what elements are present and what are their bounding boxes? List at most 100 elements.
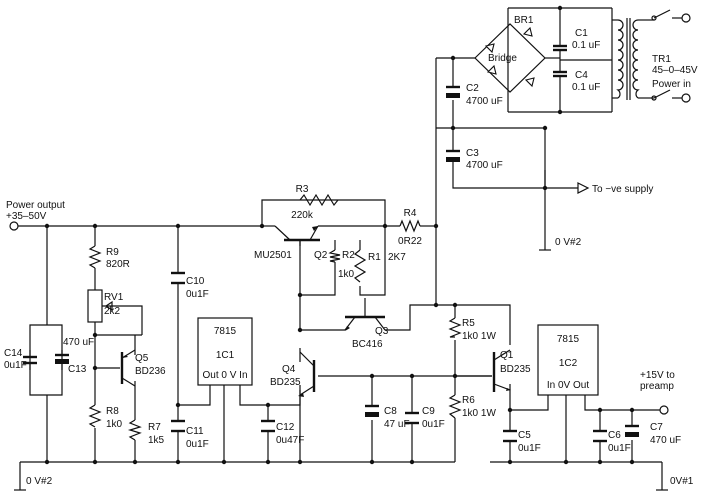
r1-value: 2K7 [388, 252, 406, 263]
tr1-value-label: 45–0–45V [652, 65, 698, 76]
resistor-r1 [353, 249, 367, 283]
r8-ref: R8 [106, 406, 119, 417]
capacitor-c6 [593, 429, 607, 443]
c11-value: 0u1F [186, 439, 209, 450]
q1-ref: Q1 [500, 350, 514, 361]
q3-value: BC416 [352, 339, 383, 350]
r7-ref: R7 [148, 422, 161, 433]
c8-value: 47 uF [384, 419, 410, 430]
c1-ref: C1 [575, 28, 588, 39]
r3-value: 220k [291, 210, 314, 221]
resistor-r6 [448, 394, 462, 419]
r4-value: 0R22 [398, 236, 422, 247]
bridge-rectifier-br1 [474, 23, 560, 93]
c11-ref: C11 [186, 426, 204, 437]
resistor-r5 [448, 317, 462, 338]
regulator-ic1 [197, 317, 253, 386]
c4-ref: C4 [575, 70, 588, 81]
c10-ref: C10 [186, 276, 205, 287]
gnd1-label: 0V#1 [670, 476, 694, 487]
capacitor-c8 [365, 404, 379, 417]
c13-value: 470 uF [63, 337, 94, 348]
resistor-r3 [299, 193, 339, 207]
transistor-q5 [120, 349, 136, 387]
preamp-volts-label: +15V to [640, 370, 675, 381]
c13-ref: C13 [68, 364, 87, 375]
capacitor-c7 [625, 424, 639, 437]
junction-dots [44, 5, 635, 465]
capacitor-c11 [171, 419, 185, 433]
capacitor-c14 [23, 350, 37, 370]
r5-value: 1k0 1W [462, 331, 496, 342]
resistor-r2 [328, 249, 341, 263]
r4-ref: R4 [404, 208, 417, 219]
c14-ref: C14 [4, 348, 23, 359]
c12-value: 0u47F [276, 435, 304, 446]
q5-value: BD236 [135, 366, 166, 377]
to-ve-supply-label: To −ve supply [592, 184, 653, 195]
c9-value: 0u1F [422, 419, 445, 430]
q5-ref: Q5 [135, 353, 149, 364]
r5-ref: R5 [462, 318, 475, 329]
r7-value: 1k5 [148, 435, 165, 446]
gnd2-right-label: 0 V#2 [555, 237, 582, 248]
resistor-r8 [88, 404, 102, 428]
c9-ref: C9 [422, 406, 435, 417]
c6-ref: C6 [608, 430, 621, 441]
c10-value: 0u1F [186, 289, 209, 300]
transistor-q2 [274, 225, 320, 246]
r2-ref: R2 [342, 250, 355, 261]
r9-value: 820R [106, 259, 130, 270]
power-in-label: Power in [652, 79, 691, 90]
q4-value: BD235 [270, 377, 301, 388]
power-in-terminal-top [681, 13, 691, 23]
resistor-r7 [127, 419, 142, 441]
c3-ref: C3 [466, 148, 479, 159]
r2-value: 1k0 [338, 269, 355, 280]
capacitor-c10 [171, 271, 185, 285]
c5-value: 0u1F [518, 443, 541, 454]
q2-value: MU2501 [254, 250, 292, 261]
ic1-pins: Out 0 V In [202, 370, 247, 381]
c2-ref: C2 [466, 83, 479, 94]
bridge-text-label: Bridge [488, 53, 517, 64]
r9-ref: R9 [106, 247, 119, 258]
capacitor-c4 [553, 60, 567, 84]
r1-ref: R1 [368, 252, 381, 263]
r6-value: 1k0 1W [462, 408, 496, 419]
tr1-label: TR1 [652, 54, 671, 65]
regulator-ic2 [537, 324, 599, 396]
c7-value: 470 uF [650, 435, 681, 446]
gnd2-bottom-label: 0 V#2 [26, 476, 53, 487]
r3-ref: R3 [296, 184, 309, 195]
c7-ref: C7 [650, 422, 663, 433]
potentiometer-rv1 [87, 289, 143, 335]
c3-value: 4700 uF [466, 160, 503, 171]
capacitor-c13 [55, 350, 69, 370]
preamp-terminal [659, 405, 669, 415]
c12-ref: C12 [276, 422, 295, 433]
power-in-terminal-bottom [681, 93, 691, 103]
rv1-value: 2k2 [104, 306, 121, 317]
c1-value: 0.1 uF [572, 40, 600, 51]
c6-value: 0u1F [608, 443, 631, 454]
capacitor-c3 [446, 149, 460, 162]
resistor-r9 [88, 245, 102, 269]
ic2-type: 7815 [557, 334, 580, 345]
bridge-ref-label: BR1 [514, 15, 534, 26]
r6-ref: R6 [462, 395, 475, 406]
capacitor-c2 [446, 85, 460, 98]
ic1-ref: 1C1 [216, 350, 235, 361]
capacitor-c1 [553, 40, 567, 60]
capacitor-c9 [405, 411, 419, 425]
power-output-terminal [9, 221, 19, 231]
r8-value: 1k0 [106, 419, 123, 430]
c14-value: 0u1F [4, 360, 27, 371]
c2-value: 4700 uF [466, 96, 503, 107]
q4-ref: Q4 [282, 364, 296, 375]
ic1-type: 7815 [214, 326, 237, 337]
q3-ref: Q3 [375, 326, 389, 337]
ic2-pins: In 0V Out [547, 380, 589, 391]
arrow-icon [577, 182, 590, 194]
